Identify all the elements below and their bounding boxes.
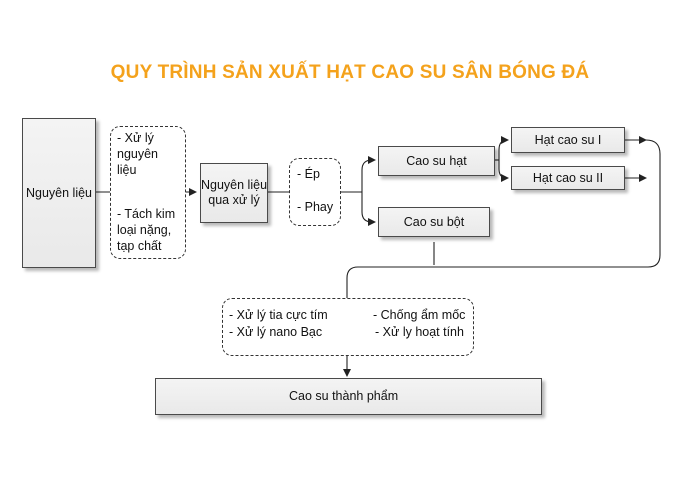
note-line: - Chống ẩm mốc bbox=[373, 308, 466, 322]
note-line: - Xử ly hoạt tính bbox=[375, 325, 464, 339]
node-label: Cao su thành phẩm bbox=[289, 389, 399, 403]
note-line: - Xử lý nano Bạc bbox=[229, 325, 323, 339]
edge-granule-to-type2 bbox=[498, 160, 509, 182]
note-finishing-treatments: - Xử lý tia cực tím - Xử lý nano Bạc - C… bbox=[222, 298, 474, 356]
node-label: Nguyên liệu qua xử lý bbox=[201, 178, 268, 207]
node-granule-type-1: Hạt cao su I bbox=[511, 127, 625, 153]
diagram-title: QUY TRÌNH SẢN XUẤT HẠT CAO SU SÂN BÓNG Đ… bbox=[110, 62, 590, 83]
note-line: - Xử lý tia cực tím bbox=[229, 308, 328, 322]
node-granule-type-2: Hạt cao su II bbox=[511, 166, 625, 190]
node-label: Cao su hạt bbox=[406, 153, 467, 168]
node-processed-material: Nguyên liệu qua xử lý bbox=[200, 163, 268, 223]
edge-split-to-powder bbox=[361, 192, 376, 226]
note-line: - Ép bbox=[297, 167, 320, 181]
edge-return-to-finished bbox=[343, 139, 661, 377]
note-line: liệu bbox=[117, 163, 137, 177]
note-line: tạp chất bbox=[117, 239, 162, 253]
note-press-mill: - Ép - Phay bbox=[289, 158, 341, 226]
node-rubber-granule: Cao su hạt bbox=[378, 146, 495, 176]
note-raw-treatment: - Xử lý nguyên liệu - Tách kim loại nặng… bbox=[110, 126, 186, 259]
node-raw-material: Nguyên liệu bbox=[22, 118, 96, 268]
note-line: - Tách kim bbox=[117, 207, 176, 221]
note-line: nguyên bbox=[117, 147, 159, 161]
note-line: - Phay bbox=[297, 200, 334, 214]
node-label: Cao su bột bbox=[403, 214, 465, 229]
edge-split-to-granule bbox=[361, 156, 376, 192]
note-line: loại nặng, bbox=[117, 223, 172, 237]
node-label: Nguyên liệu bbox=[25, 185, 92, 200]
node-label: Hạt cao su I bbox=[534, 132, 602, 147]
node-rubber-powder: Cao su bột bbox=[378, 207, 490, 237]
edge-granule-to-type1 bbox=[498, 136, 509, 160]
node-label: Hạt cao su II bbox=[532, 170, 604, 185]
note-line: - Xử lý bbox=[117, 131, 154, 145]
node-finished-product: Cao su thành phẩm bbox=[155, 378, 542, 415]
